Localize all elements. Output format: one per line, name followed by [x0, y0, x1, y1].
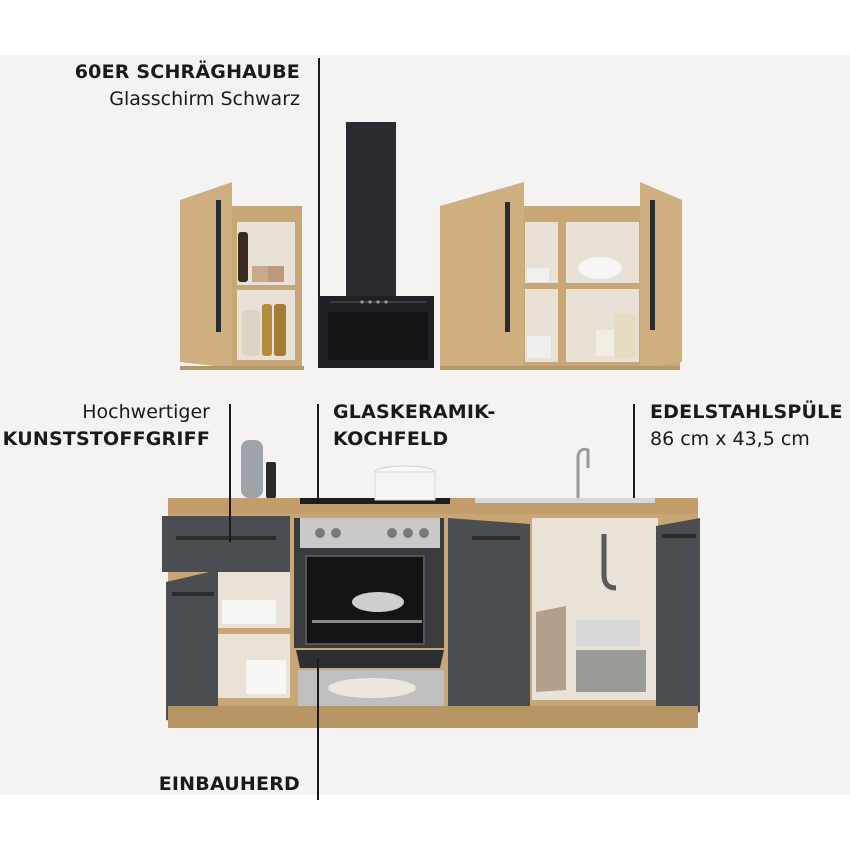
countertop	[168, 498, 698, 514]
hood-title: 60ER SCHRÄGHAUBE	[74, 61, 300, 83]
handle-lead-line	[229, 404, 231, 542]
right-wall-cabinet	[440, 182, 682, 370]
left-wall-cabinet	[180, 182, 304, 370]
handle-line2: KUNSTSTOFFGRIFF	[2, 428, 210, 450]
handle-line1: Hochwertiger	[82, 401, 210, 423]
cooktop-callout: GLASKERAMIK- KOCHFELD	[333, 399, 495, 453]
oven-lead-line	[317, 658, 319, 800]
oven-callout: EINBAUHERD	[159, 771, 300, 798]
sink-title: EDELSTAHLSPÜLE	[650, 401, 843, 423]
oven-title: EINBAUHERD	[158, 773, 300, 795]
hood-subtitle: Glasschirm Schwarz	[109, 88, 300, 110]
hood-lead-line	[318, 58, 320, 298]
cooktop-lead-line	[317, 404, 319, 504]
sink-subtitle: 86 cm x 43,5 cm	[650, 428, 810, 450]
sink-lead-line	[633, 404, 635, 498]
handle-callout: Hochwertiger KUNSTSTOFFGRIFF	[3, 399, 210, 453]
base-cabinets	[162, 514, 700, 728]
cooktop-line1: GLASKERAMIK-	[333, 401, 496, 423]
sink-callout: EDELSTAHLSPÜLE 86 cm x 43,5 cm	[650, 399, 843, 453]
cooktop-line2: KOCHFELD	[333, 428, 449, 450]
countertop-items	[241, 440, 590, 501]
range-hood	[318, 122, 434, 368]
hood-callout: 60ER SCHRÄGHAUBE Glasschirm Schwarz	[75, 59, 300, 113]
